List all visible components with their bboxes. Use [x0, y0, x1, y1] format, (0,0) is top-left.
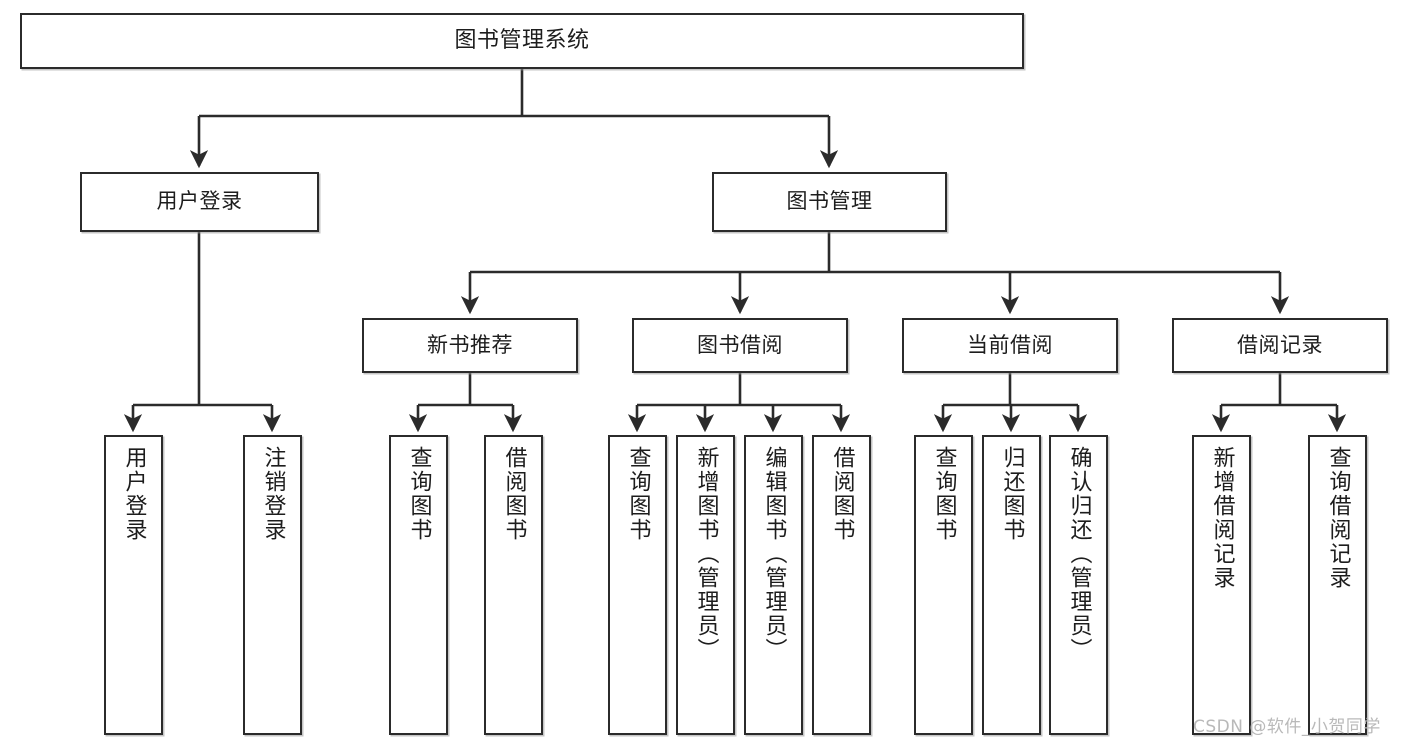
node-book-manage[interactable]: 图书管理 — [712, 172, 947, 232]
node-leaf-confirm-return-label: 确认归还（管理员） — [1066, 446, 1092, 662]
node-user-login[interactable]: 用户登录 — [80, 172, 319, 232]
node-leaf-add-book-label: 新增图书（管理员） — [693, 446, 719, 662]
node-user-login-label: 用户登录 — [156, 189, 243, 214]
node-leaf-user-login[interactable]: 用户登录 — [104, 435, 163, 735]
node-book-manage-label: 图书管理 — [786, 189, 873, 214]
node-current-borrow-label: 当前借阅 — [967, 332, 1053, 357]
node-leaf-borrow-book-2-label: 借阅图书 — [829, 446, 855, 542]
node-leaf-add-record-label: 新增借阅记录 — [1209, 446, 1235, 590]
node-leaf-logout[interactable]: 注销登录 — [243, 435, 302, 735]
node-leaf-query-book-2[interactable]: 查询图书 — [608, 435, 667, 735]
node-leaf-query-record-label: 查询借阅记录 — [1325, 446, 1351, 590]
node-leaf-query-book-3-label: 查询图书 — [931, 446, 957, 542]
node-root[interactable]: 图书管理系统 — [20, 13, 1024, 69]
node-leaf-return-book-label: 归还图书 — [999, 446, 1025, 542]
node-leaf-add-book[interactable]: 新增图书（管理员） — [676, 435, 735, 735]
node-leaf-confirm-return[interactable]: 确认归还（管理员） — [1049, 435, 1108, 735]
node-leaf-edit-book-label: 编辑图书（管理员） — [761, 446, 787, 662]
node-root-label: 图书管理系统 — [454, 27, 590, 53]
node-borrow-record-label: 借阅记录 — [1237, 332, 1323, 357]
node-borrow-record[interactable]: 借阅记录 — [1172, 318, 1388, 373]
node-current-borrow[interactable]: 当前借阅 — [902, 318, 1118, 373]
node-leaf-query-book-3[interactable]: 查询图书 — [914, 435, 973, 735]
node-leaf-query-book-1[interactable]: 查询图书 — [389, 435, 448, 735]
node-leaf-borrow-book-2[interactable]: 借阅图书 — [812, 435, 871, 735]
node-book-borrow[interactable]: 图书借阅 — [632, 318, 848, 373]
node-leaf-return-book[interactable]: 归还图书 — [982, 435, 1041, 735]
node-book-borrow-label: 图书借阅 — [697, 332, 783, 357]
node-leaf-borrow-book-1-label: 借阅图书 — [501, 446, 527, 542]
node-leaf-query-book-1-label: 查询图书 — [406, 446, 432, 542]
node-leaf-borrow-book-1[interactable]: 借阅图书 — [484, 435, 543, 735]
csdn-watermark: CSDN @软件_小贺同学 — [1193, 717, 1381, 737]
node-leaf-add-record[interactable]: 新增借阅记录 — [1192, 435, 1251, 735]
node-leaf-logout-label: 注销登录 — [260, 446, 286, 542]
node-leaf-user-login-label: 用户登录 — [121, 446, 147, 542]
node-new-book-recommend[interactable]: 新书推荐 — [362, 318, 578, 373]
node-leaf-edit-book[interactable]: 编辑图书（管理员） — [744, 435, 803, 735]
node-new-book-recommend-label: 新书推荐 — [427, 332, 513, 357]
node-leaf-query-record[interactable]: 查询借阅记录 — [1308, 435, 1367, 735]
node-leaf-query-book-2-label: 查询图书 — [625, 446, 651, 542]
